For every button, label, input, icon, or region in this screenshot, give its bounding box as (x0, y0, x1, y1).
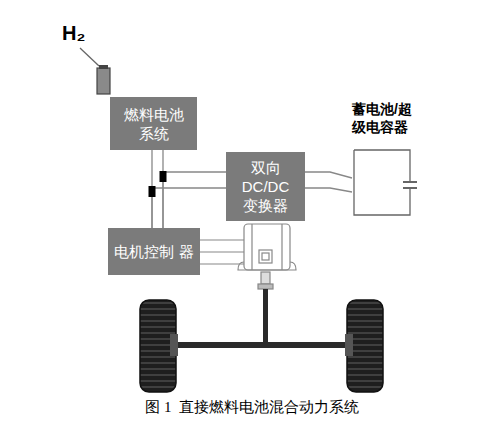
node-label: 双向 DC/DC 变换器 (226, 158, 305, 215)
power-connector (152, 172, 226, 228)
figure-caption: 图 1 直接燃料电池混合动力系统 (0, 398, 504, 417)
wheel (140, 300, 178, 392)
wire (305, 172, 352, 178)
fuel-cell-box: 燃料电池 系统 (110, 97, 197, 150)
hydrogen-tank (97, 68, 110, 94)
capacitor-symbol (352, 100, 418, 216)
feed-line (80, 48, 99, 66)
contactor (160, 171, 167, 182)
drive-shaft (263, 289, 268, 347)
wire (305, 188, 352, 192)
controller-box: 电机控制 器 (108, 228, 200, 275)
node-label: 电机控制 器 (114, 242, 193, 261)
contactor (149, 186, 156, 197)
gas-label: H₂ (62, 22, 85, 45)
wire (163, 172, 226, 228)
converter-box: 双向 DC/DC 变换器 (226, 152, 305, 221)
wheel (345, 300, 383, 392)
tank-cap (99, 65, 108, 69)
axle (175, 342, 348, 348)
motor-wires (200, 240, 244, 264)
motor (238, 224, 296, 289)
storage-bracket: 蓄电池/超 级电容器 (352, 100, 418, 216)
power-connector (305, 172, 352, 192)
node-label: 燃料电池 系统 (110, 105, 197, 143)
wire (152, 188, 226, 228)
node-label: 蓄电池/超 级电容器 (352, 100, 418, 136)
